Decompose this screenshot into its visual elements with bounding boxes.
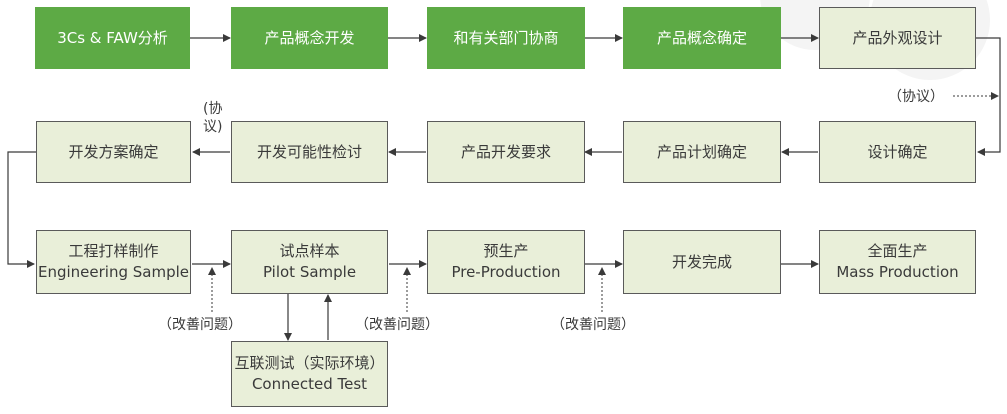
step-label: 产品计划确定	[656, 142, 747, 161]
step-label-en: Engineering Sample	[37, 263, 189, 281]
step-label: 产品概念开发	[264, 28, 355, 47]
step-label: 3Cs & FAW分析	[57, 28, 168, 47]
step-development-completed: 开发完成	[623, 230, 781, 294]
step-product-concept-development: 产品概念开发	[231, 7, 388, 69]
step-consult-departments: 和有关部门协商	[427, 7, 585, 69]
step-development-plan-confirmed: 开发方案确定	[36, 121, 191, 183]
note-improve-2: （改善问题）	[355, 317, 439, 333]
step-engineering-sample: 工程打样制作 Engineering Sample	[36, 230, 191, 294]
step-label: 和有关部门协商	[453, 28, 559, 47]
step-product-appearance-design: 产品外观设计	[819, 7, 976, 69]
step-label-en: Pilot Sample	[262, 263, 357, 281]
arrow-s10-s11	[7, 151, 36, 268]
step-3cs-faw-analysis: 3Cs & FAW分析	[35, 7, 190, 69]
step-label: 开发方案确定	[68, 142, 159, 161]
note-agreement-vertical: (协议)	[203, 101, 223, 135]
note-improve-1: （改善问题）	[158, 317, 242, 333]
step-pilot-sample: 试点样本 Pilot Sample	[231, 230, 388, 294]
step-product-concept-confirmed: 产品概念确定	[623, 7, 781, 69]
step-label-cn: 预生产	[483, 242, 529, 260]
step-label-cn: 试点样本	[279, 242, 340, 260]
step-label-cn: 互联测试（实际环境）	[234, 354, 385, 372]
step-label: 开发完成	[671, 252, 732, 271]
step-product-plan-confirmed: 产品计划确定	[623, 121, 781, 183]
step-product-development-requirements: 产品开发要求	[427, 121, 585, 183]
arrow-s5-s6	[976, 37, 1001, 156]
step-label: 开发可能性检讨	[256, 142, 362, 161]
step-label: 产品概念确定	[656, 28, 747, 47]
note-agreement: （协议）	[888, 89, 944, 105]
step-label-en: Connected Test	[251, 375, 368, 393]
step-label-en: Pre-Production	[451, 263, 561, 281]
step-label-cn: 全面生产	[867, 242, 928, 260]
step-mass-production: 全面生产 Mass Production	[819, 230, 976, 294]
step-label: 设计确定	[867, 142, 928, 161]
step-pre-production: 预生产 Pre-Production	[427, 230, 585, 294]
note-improve-3: （改善问题）	[551, 317, 635, 333]
step-design-confirmed: 设计确定	[819, 121, 976, 183]
step-label: 产品外观设计	[852, 28, 943, 47]
step-connected-test: 互联测试（实际环境） Connected Test	[231, 341, 388, 407]
step-label-cn: 工程打样制作	[68, 242, 159, 260]
step-label: 产品开发要求	[460, 142, 551, 161]
step-feasibility-review: 开发可能性检讨	[231, 121, 388, 183]
step-label-en: Mass Production	[836, 263, 959, 281]
